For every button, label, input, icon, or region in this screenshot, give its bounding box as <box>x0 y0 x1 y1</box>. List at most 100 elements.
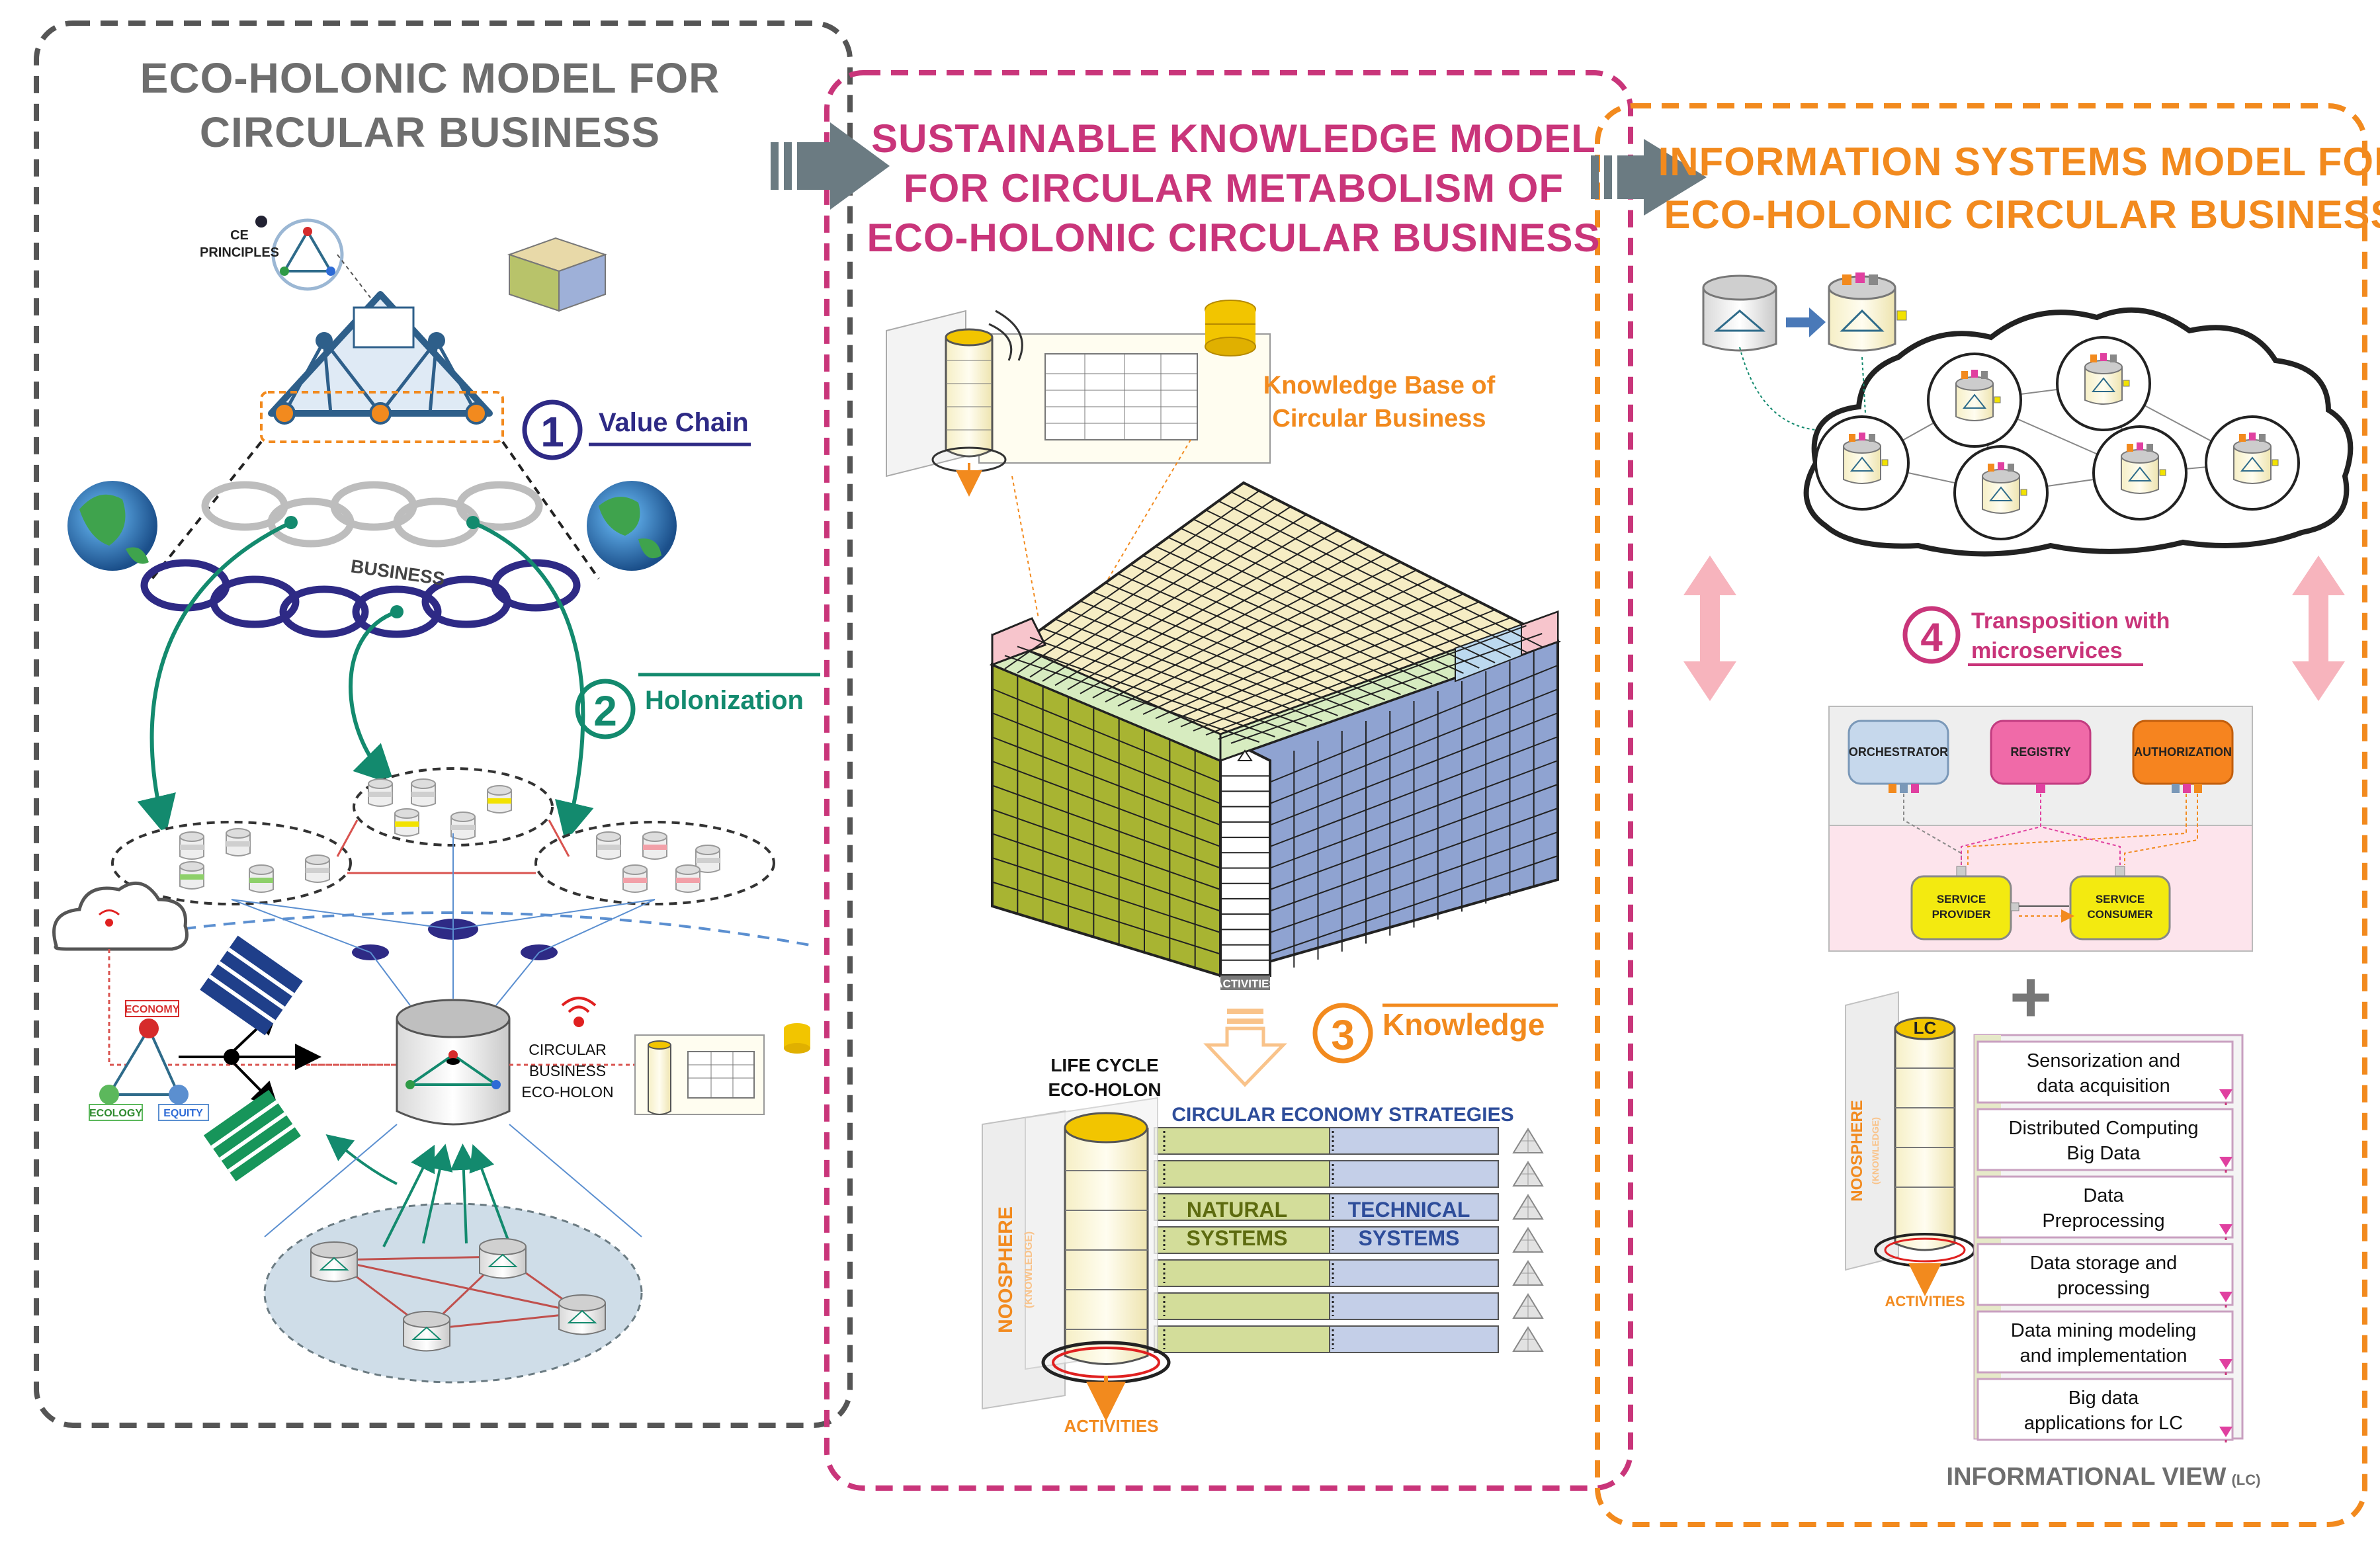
ce-principles-label-2: PRINCIPLES <box>200 245 279 260</box>
knowledge-base-illustration <box>886 300 1271 497</box>
panel2-title-line3: ECO-HOLONIC CIRCULAR BUSINESS <box>867 216 1600 260</box>
lc-label: LC <box>1914 1018 1937 1038</box>
network-holon <box>403 1311 450 1352</box>
stage-label-line1: Data storage and <box>2030 1253 2177 1274</box>
holon-cylinder <box>249 864 274 893</box>
bidirectional-arrow-left <box>1683 556 1736 701</box>
step4-badge <box>1902 606 1961 664</box>
holon-cylinder <box>695 845 720 873</box>
holon-cylinder <box>487 785 512 813</box>
cloud-microservices <box>1814 336 2300 540</box>
step2-badge <box>575 679 636 739</box>
panel1-title-line1: ECO-HOLONIC MODEL FOR <box>140 54 720 102</box>
stage-label-line2: Preprocessing <box>2042 1210 2164 1231</box>
holon-cylinder <box>450 812 476 840</box>
stage-label-line2: and implementation <box>2019 1345 2187 1366</box>
holon-cylinder <box>596 831 621 860</box>
strategy-triangle-icon <box>1512 1128 1544 1153</box>
cloud-microservice <box>2205 415 2300 511</box>
strategy-triangle-icon <box>1512 1227 1544 1253</box>
strategy-bar <box>1154 1292 1499 1320</box>
knowledge-base-label-1: Knowledge Base of <box>1263 372 1496 399</box>
noosphere-sub-label: (KNOWLEDGE) <box>1023 1231 1035 1308</box>
life-cycle-cylinder <box>1041 1112 1171 1421</box>
strategy-bar <box>1154 1325 1499 1353</box>
stage-label-line2: Big Data <box>2066 1143 2141 1164</box>
eco-holon-label-1: CIRCULAR <box>529 1041 607 1058</box>
step3-label: Knowledge <box>1382 1007 1545 1042</box>
step4-label-1: Transposition with <box>1971 608 2170 634</box>
natural-systems-label-1: NATURAL <box>1187 1198 1287 1222</box>
cloud-icon <box>52 882 189 951</box>
technical-systems-label-2: SYSTEMS <box>1359 1226 1460 1250</box>
ce-principles-icon <box>255 216 344 291</box>
data-panel-blue-icon <box>200 935 303 1036</box>
stage-label-line1: Distributed Computing <box>2009 1118 2199 1139</box>
natural-systems-label-2: SYSTEMS <box>1187 1226 1288 1250</box>
lc-noosphere-panel <box>1845 991 1899 1271</box>
informational-view-sub: (LC) <box>2231 1472 2260 1488</box>
holon-cylinder <box>411 778 436 807</box>
down-arrow-hollow <box>1203 1009 1287 1087</box>
network-holon <box>310 1241 358 1282</box>
holon-cylinder <box>622 864 648 893</box>
ecology-label: ECOLOGY <box>89 1108 142 1119</box>
stage-label-line2: processing <box>2057 1278 2150 1299</box>
holon-clusters <box>111 767 775 905</box>
strategy-bars <box>1154 1127 1544 1353</box>
holon-to-microservice-icons <box>1702 272 1907 352</box>
strategy-triangle-icon <box>1512 1293 1544 1319</box>
stage-label-line1: Sensorization and <box>2027 1050 2180 1071</box>
holon-cylinder <box>675 864 701 893</box>
panel3-title-line2: ECO-HOLONIC CIRCULAR BUSINESS <box>1664 192 2380 237</box>
orchestrator-box <box>1848 720 1949 785</box>
eco-holon-label-2: BUSINESS <box>529 1062 606 1079</box>
transition-arrow-2 <box>1591 139 1707 216</box>
strategy-bar <box>1154 1160 1499 1188</box>
step1-number: 1 <box>540 408 564 456</box>
life-cycle-label-1: LIFE CYCLE <box>1050 1055 1158 1075</box>
knowledge-mini-icon <box>634 1023 810 1115</box>
business-chain-links <box>140 559 581 638</box>
holon-cylinder <box>179 861 204 890</box>
panel2-title-line2: FOR CIRCULAR METABOLISM OF <box>904 166 1564 210</box>
service-consumer-label-2: CONSUMER <box>2087 908 2152 921</box>
value-chain-links <box>201 481 543 548</box>
stage-label-line1: Big data <box>2068 1388 2139 1409</box>
bidirectional-arrow-right <box>2292 556 2345 701</box>
network-holon <box>558 1294 606 1335</box>
holon-cylinder <box>226 828 251 856</box>
equity-label: EQUITY <box>163 1108 203 1119</box>
cloud-microservice <box>1927 353 2022 448</box>
noosphere-label: NOOSPHERE <box>995 1206 1017 1333</box>
strategy-bar <box>1154 1226 1499 1254</box>
panel2-title-line1: SUSTAINABLE KNOWLEDGE MODEL <box>871 116 1596 161</box>
strategy-triangle-icon <box>1512 1326 1544 1352</box>
knowledge-cube-thumbnail <box>507 237 608 312</box>
panel3-frame <box>1595 103 2367 1527</box>
informational-view-main: INFORMATIONAL VIEW <box>1947 1463 2227 1491</box>
business-label: BUSINESS <box>349 556 446 589</box>
plus-sign: + <box>2010 956 2052 1038</box>
orchestrator-label: ORCHESTRATOR <box>1849 745 1948 759</box>
cube-activities-label: ACTIVITIES <box>1214 978 1277 990</box>
authorization-label: AUTHORIZATION <box>2134 745 2232 759</box>
network-link <box>333 1247 511 1267</box>
strategy-bar <box>1154 1193 1499 1221</box>
step4-number: 4 <box>1920 615 1943 659</box>
cloud-microservice <box>1953 445 2049 540</box>
strategy-triangle-icon <box>1512 1161 1544 1187</box>
microservice-architecture <box>1828 706 2253 952</box>
holon-cylinder <box>305 855 330 883</box>
eco-holon-label-3: ECO-HOLON <box>521 1083 613 1101</box>
service-consumer-label-1: SERVICE <box>2096 893 2145 905</box>
stage-label-line1: Data <box>2083 1185 2124 1206</box>
network-link <box>333 1259 590 1320</box>
circular-business-eco-holon <box>396 999 511 1126</box>
lc-activities-label: ACTIVITIES <box>1885 1293 1965 1310</box>
cloud-microservice <box>2056 336 2151 431</box>
